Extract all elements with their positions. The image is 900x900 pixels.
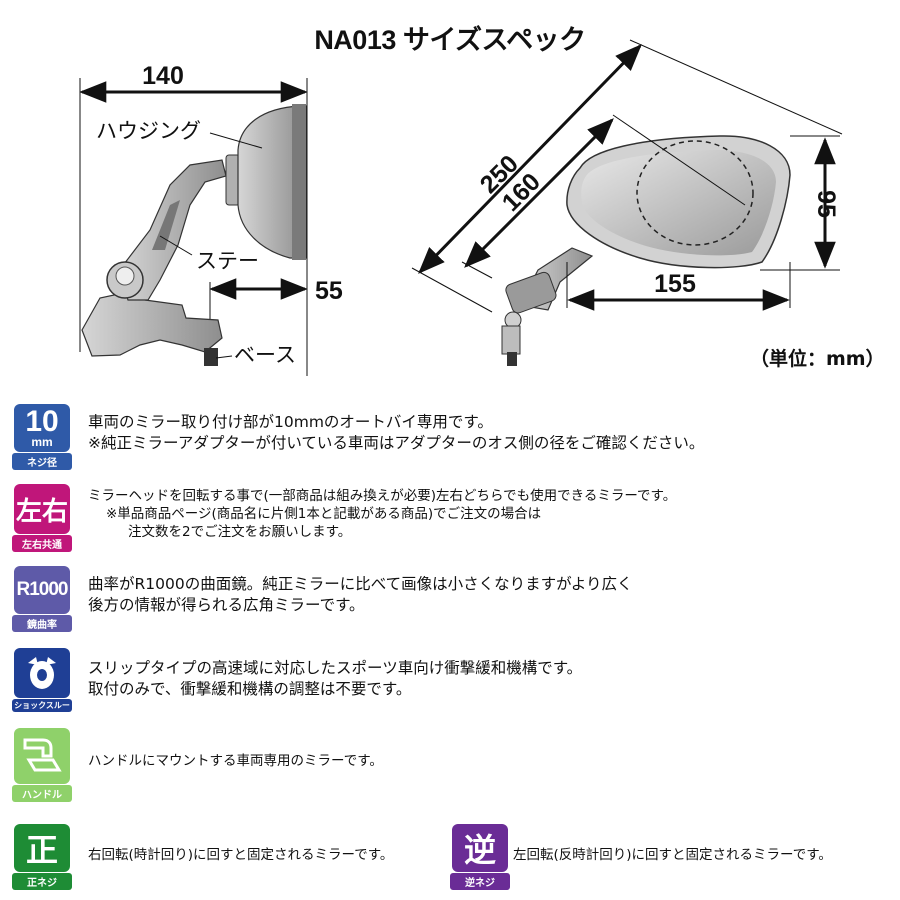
thread-size-line-2: ※純正ミラーアダプターが付いている車両はアダプターのオス側の径をご確認ください。	[88, 434, 705, 452]
reverse-thread-text: 左回転(反時計回り)に回すと固定されるミラーです。	[513, 846, 832, 864]
feature-curvature: R1000 鏡曲率 曲率がR1000の曲面鏡。純正ミラーに比べて画像は小さくなり…	[8, 566, 892, 636]
handle-mount-badge-box	[14, 728, 70, 784]
handle-mount-line-1: ハンドルにマウントする車両専用のミラーです。	[88, 753, 383, 769]
dim-label-55: 55	[315, 277, 343, 305]
dim-label-95: 95	[812, 190, 840, 218]
label-base: ベース	[234, 343, 296, 367]
curvature-line-2: 後方の情報が得られる広角ミラーです。	[88, 596, 365, 614]
curvature-badge-caption: 鏡曲率	[12, 615, 72, 632]
shock-through-badge-box	[14, 648, 70, 698]
left-right-text: ミラーヘッドを回転する事で(一部商品は組み換えが必要)左右どちらでも使用できるミ…	[88, 487, 676, 541]
side-view-drawing: 140 55 ハウジング ステー ベース	[79, 62, 343, 376]
left-right-line-1: ミラーヘッドを回転する事で(一部商品は組み換えが必要)左右どちらでも使用できるミ…	[88, 488, 677, 504]
feature-thread-direction: 正 正ネジ 右回転(時計回り)に回すと固定されるミラーです。 逆 逆ネジ 左回転…	[8, 824, 892, 896]
reverse-thread-badge-caption: 逆ネジ	[450, 873, 510, 890]
reverse-thread-badge-main: 逆	[463, 832, 496, 868]
thread-size-badge-box: 10 mm	[14, 404, 70, 452]
thread-size-text: 車両のミラー取り付け部が10mmのオートバイ専用です。 ※純正ミラーアダプターが…	[88, 412, 704, 454]
left-right-badge-caption: 左右共通	[12, 535, 72, 552]
front-view-drawing: 250 160 95 155	[411, 39, 843, 366]
shock-through-text: スリップタイプの高速域に対応したスポーツ車向け衝撃緩和機構です。 取付のみで、衝…	[88, 658, 582, 700]
label-housing: ハウジング	[96, 119, 201, 143]
thread-size-line-1: 車両のミラー取り付け部が10mmのオートバイ専用です。	[88, 413, 493, 431]
label-stay: ステー	[196, 249, 259, 273]
handle-mount-text: ハンドルにマウントする車両専用のミラーです。	[88, 752, 383, 770]
normal-thread-line-1: 右回転(時計回り)に回すと固定されるミラーです。	[88, 847, 394, 863]
stay-shape	[117, 159, 227, 301]
shock-through-badge-caption: ショックスルー	[12, 699, 72, 712]
thread-size-badge-sub: mm	[31, 435, 53, 449]
normal-thread-text: 右回転(時計回り)に回すと固定されるミラーです。	[88, 846, 393, 864]
left-right-line-3: 注文数を2でご注文をお願いします。	[128, 524, 352, 540]
shock-through-line-2: 取付のみで、衝撃緩和機構の調整は不要です。	[88, 680, 412, 698]
normal-thread-badge-main: 正	[25, 832, 58, 868]
left-right-line-2: ※単品商品ページ(商品名に片側1本と記載がある商品)でご注文の場合は	[106, 506, 542, 522]
dim-label-140: 140	[142, 62, 184, 90]
handle-mount-badge-caption: ハンドル	[12, 785, 72, 802]
curvature-line-1: 曲率がR1000の曲面鏡。純正ミラーに比べて画像は小さくなりますがより広く	[88, 575, 633, 593]
reverse-thread-badge-box: 逆	[452, 824, 508, 872]
mirror-dimension-diagram: 140 55 ハウジング ステー ベース 250 160 95 155	[79, 39, 843, 376]
base-shape	[81, 291, 223, 357]
left-right-badge: 左右 左右共通	[12, 484, 72, 552]
normal-thread-badge-box: 正	[14, 824, 70, 872]
shock-through-icon	[28, 657, 56, 689]
reverse-thread-badge: 逆 逆ネジ	[450, 824, 510, 890]
dim-label-155: 155	[654, 270, 696, 298]
handle-mount-badge: ハンドル	[12, 728, 72, 802]
curvature-badge-main: R1000	[16, 579, 69, 600]
curvature-badge-box: R1000	[14, 566, 70, 614]
thread-size-badge: 10 mm ネジ径	[12, 404, 72, 470]
thread-size-badge-caption: ネジ径	[12, 453, 72, 470]
curvature-badge: R1000 鏡曲率	[12, 566, 72, 632]
feature-left-right: 左右 左右共通 ミラーヘッドを回転する事で(一部商品は組み換えが必要)左右どちら…	[8, 484, 892, 554]
feature-shock-through: ショックスルー スリップタイプの高速域に対応したスポーツ車向け衝撃緩和機構です。…	[8, 648, 892, 718]
left-right-badge-box: 左右	[14, 484, 70, 534]
left-right-badge-main: 左右	[15, 495, 68, 526]
reverse-thread-line-1: 左回転(反時計回り)に回すと固定されるミラーです。	[513, 847, 832, 863]
shock-through-badge: ショックスルー	[12, 648, 72, 712]
normal-thread-badge-caption: 正ネジ	[12, 873, 72, 890]
dim-line-160	[464, 118, 614, 268]
curvature-text: 曲率がR1000の曲面鏡。純正ミラーに比べて画像は小さくなりますがより広く 後方…	[88, 574, 633, 616]
handlebar-icon	[23, 738, 62, 772]
thread-size-badge-main: 10	[25, 405, 59, 438]
feature-handle-mount: ハンドル ハンドルにマウントする車両専用のミラーです。	[8, 728, 892, 808]
shock-through-line-1: スリップタイプの高速域に対応したスポーツ車向け衝撃緩和機構です。	[88, 659, 583, 677]
normal-thread-badge: 正 正ネジ	[12, 824, 72, 890]
feature-thread-size: 10 mm ネジ径 車両のミラー取り付け部が10mmのオートバイ専用です。 ※純…	[8, 404, 892, 474]
unit-label: （単位：mm）	[750, 348, 885, 370]
